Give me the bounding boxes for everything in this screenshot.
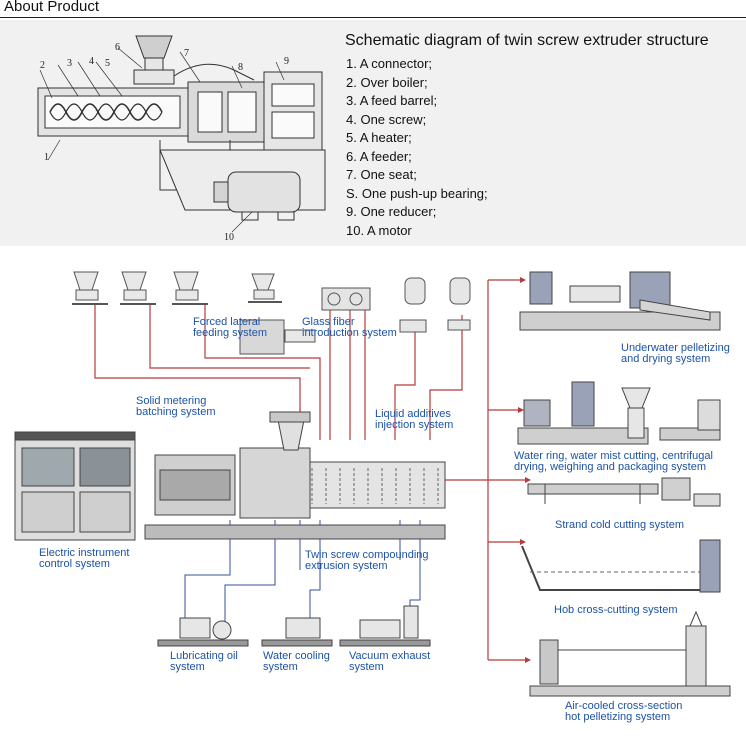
- glass-fiber-unit: [321, 287, 371, 311]
- legend-item: 6. A feeder;: [346, 148, 412, 164]
- strand-cold-cutting: [527, 477, 721, 507]
- legend-item: 2. Over boiler;: [346, 74, 428, 90]
- page-title: About Product: [4, 0, 100, 15]
- legend-item: 3. A feed barrel;: [346, 93, 438, 108]
- callout-2: 2: [40, 60, 45, 71]
- flow-arrows: [518, 277, 531, 663]
- twin-screw-extruder: [144, 411, 446, 540]
- underwater-pelletizing: [519, 271, 721, 331]
- label-strand-cold-cutting: Strand cold cutting system: [555, 519, 685, 531]
- extruder-schematic: [37, 35, 326, 233]
- utility-units: [157, 605, 431, 647]
- legend-item: 10. A motor: [346, 222, 412, 238]
- hob-cross-cutting: [521, 539, 721, 593]
- label-hob-cross-cutting: Hob cross-cutting system: [554, 604, 678, 616]
- schematic-callouts: 1 2 3 4 5 6 7 8 9 10: [40, 42, 289, 243]
- callout-6: 6: [115, 42, 120, 53]
- callout-10: 10: [224, 232, 234, 243]
- legend-item: 5. A heater;: [346, 130, 412, 145]
- liquid-tanks: [399, 277, 471, 333]
- parts-legend: 1. A connector; 2. Over boiler; 3. A fee…: [346, 55, 488, 240]
- callout-7: 7: [184, 48, 189, 59]
- legend-item: S. One push-up bearing;: [346, 185, 488, 201]
- solid-feeders: [72, 271, 316, 355]
- control-cabinets: [14, 431, 136, 541]
- legend-item: 4. One screw;: [346, 111, 427, 127]
- callout-3: 3: [67, 58, 72, 69]
- callout-9: 9: [284, 56, 289, 67]
- legend-item: 9. One reducer;: [346, 204, 437, 219]
- callout-8: 8: [238, 62, 243, 73]
- legend-item: 7. One seat;: [346, 167, 417, 182]
- legend-item: 1. A connector;: [346, 56, 433, 71]
- callout-4: 4: [89, 56, 94, 67]
- callout-1: 1: [44, 152, 49, 163]
- water-ring-system: [517, 381, 721, 445]
- header-bar: About Product: [0, 0, 746, 18]
- flow-lines: [94, 279, 525, 661]
- callout-5: 5: [105, 58, 110, 69]
- air-cooled-pelletizing: [529, 610, 731, 697]
- label-water-ring: Water ring, water mist cutting, centrifu…: [514, 450, 713, 473]
- schematic-title: Schematic diagram of twin screw extruder…: [345, 32, 709, 49]
